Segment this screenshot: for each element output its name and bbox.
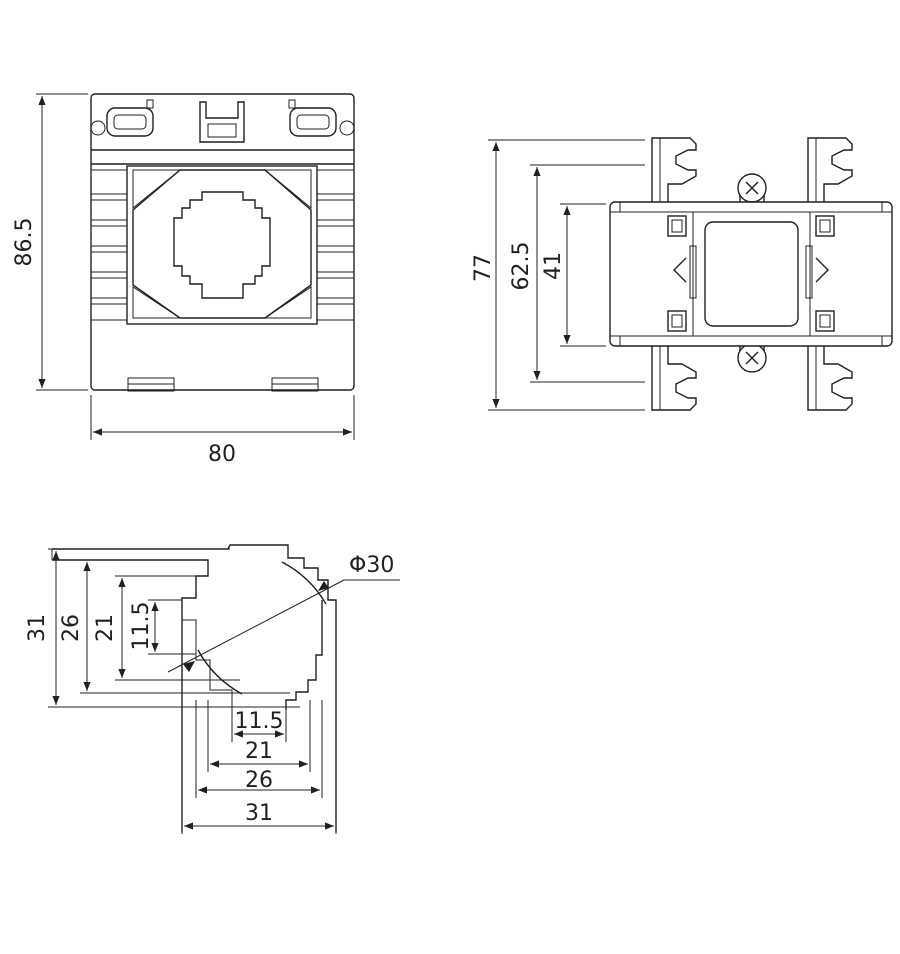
- side-body-dimension: 41: [541, 252, 566, 280]
- front-view: 86.5 80: [12, 93, 355, 467]
- cooling-fins-right: [316, 169, 355, 321]
- aperture-outline: [173, 191, 271, 299]
- front-height-dimension: 86.5: [12, 218, 37, 267]
- arrow-left-icon: [673, 257, 687, 283]
- aperture-horizontal-26: 26: [245, 768, 273, 793]
- busbar-lower-right: [807, 346, 853, 411]
- aperture-profile-inner: [52, 559, 209, 832]
- side-module-left: [667, 215, 697, 332]
- aperture-vertical-26: 26: [59, 614, 84, 642]
- aperture-profile-outer: [52, 544, 337, 832]
- corner-hole-left: [90, 120, 106, 136]
- side-center-panel: [704, 221, 799, 327]
- terminal-slot-left: [106, 99, 154, 137]
- terminal-slot-right: [288, 99, 337, 137]
- primary-window: [126, 165, 318, 325]
- side-body: [609, 201, 893, 347]
- busbar-lower-left: [651, 346, 697, 411]
- side-mounting-dimension: 62.5: [509, 242, 534, 291]
- aperture-horizontal-11-5: 11.5: [235, 709, 284, 734]
- aperture-vertical-31: 31: [25, 614, 50, 642]
- aperture-horizontal-31: 31: [245, 801, 273, 826]
- terminal-slot-center: [199, 101, 245, 143]
- side-module-right: [805, 215, 835, 332]
- aperture-horizontal-21: 21: [245, 739, 273, 764]
- aperture-view: Φ30 31 26 21 11.5 11.5 21: [25, 544, 400, 834]
- cooling-fins-left: [90, 169, 128, 321]
- side-overall-dimension: 77: [471, 254, 496, 282]
- aperture-vertical-21: 21: [93, 614, 118, 642]
- arrow-right-icon: [815, 257, 829, 283]
- front-width-dimension: 80: [208, 442, 236, 467]
- corner-hole-right: [339, 120, 355, 136]
- aperture-diameter-label: Φ30: [349, 553, 394, 578]
- busbar-upper-left: [651, 137, 697, 203]
- busbar-upper-right: [807, 137, 853, 203]
- screw-top-icon: [737, 173, 767, 207]
- aperture-vertical-11-5: 11.5: [129, 602, 154, 651]
- side-view: 77 62.5 41: [471, 137, 893, 411]
- screw-bottom-icon: [737, 343, 767, 373]
